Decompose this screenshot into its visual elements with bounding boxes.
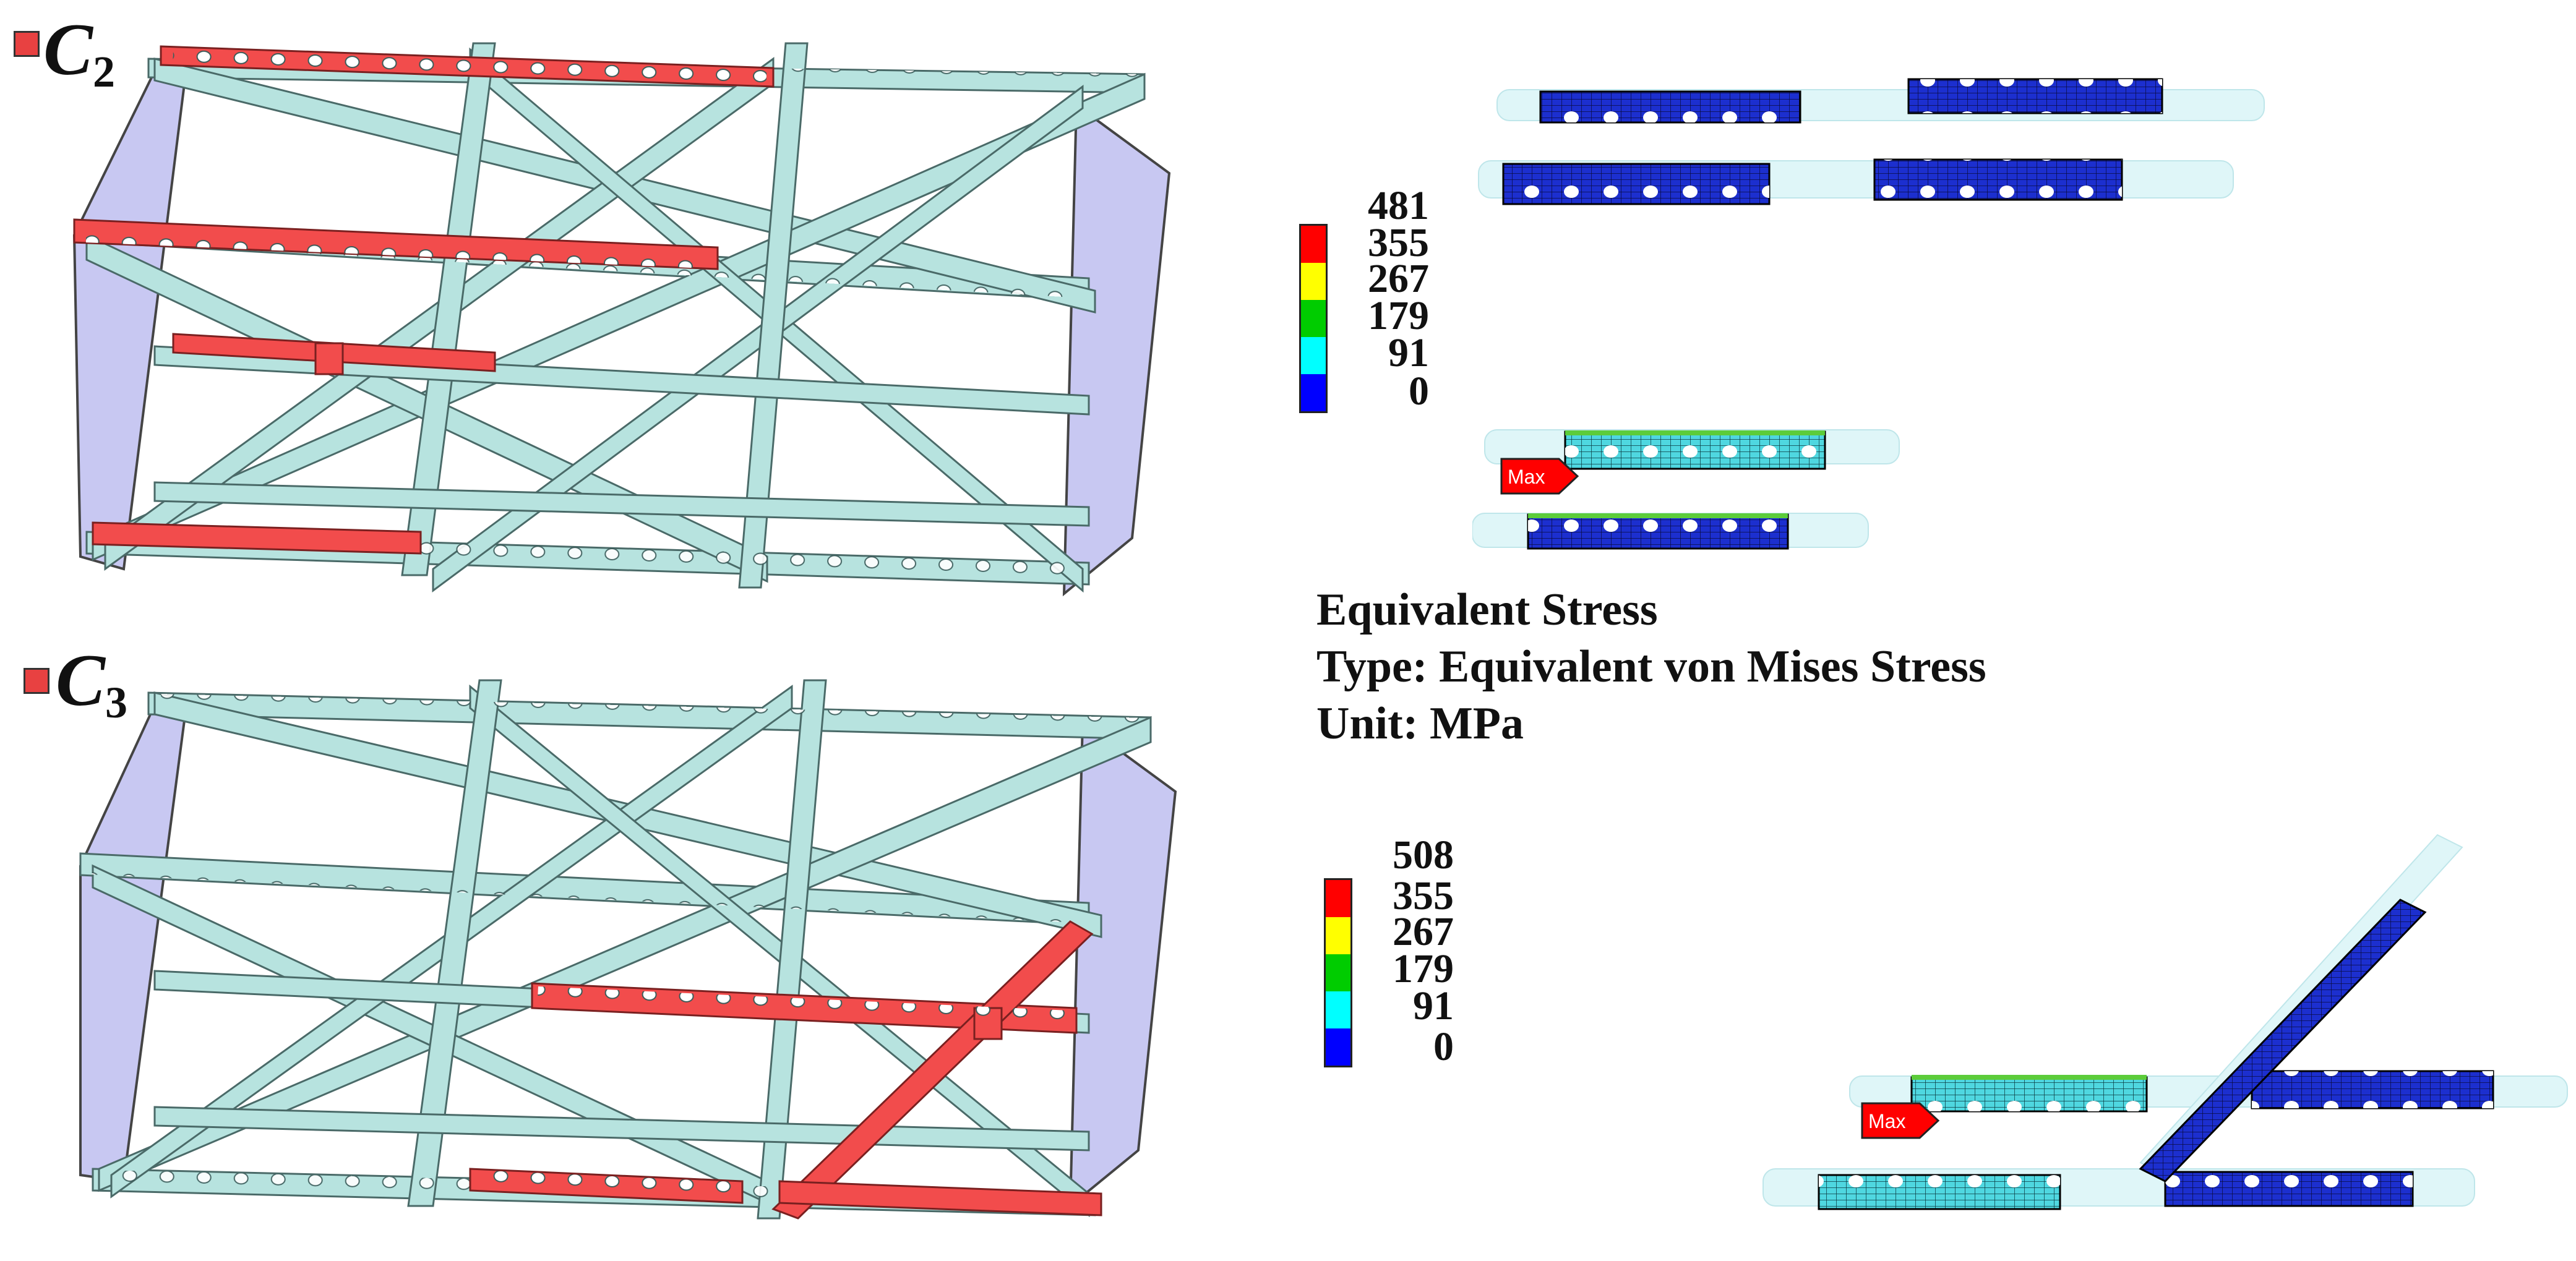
c2-mesh-section-holes <box>1565 432 1825 469</box>
legend-tick: 91 <box>1413 983 1454 1028</box>
c2-member <box>738 42 809 589</box>
c3-member-holes <box>92 855 1082 923</box>
legend-tick: 355 <box>1393 873 1454 918</box>
c2-mesh-section-holes <box>1528 515 1788 549</box>
c2-mesh-section-holes <box>1503 164 1769 204</box>
c2-max-label: Max <box>1508 466 1545 488</box>
c3-mesh-section-holes <box>1912 1077 2147 1111</box>
c3-member <box>407 679 502 1207</box>
c2-member <box>153 481 1090 527</box>
c2-max-node <box>314 342 344 375</box>
legend-band-cyan <box>1301 337 1326 374</box>
legend-band-yellow <box>1301 263 1326 300</box>
legend-tick: 481 <box>1368 183 1429 228</box>
c3-highlight-holes <box>537 986 1070 1030</box>
c2-mesh-section-holes <box>1874 160 2122 200</box>
legend-band-red <box>1326 880 1350 917</box>
c3-mesh-section-holes <box>1819 1175 2060 1209</box>
c3-mesh-section-holes <box>2252 1071 2493 1108</box>
c2-stress-band <box>1565 430 1825 435</box>
c3-truss-model <box>79 679 1177 1220</box>
stress-title: Equivalent Stress <box>1316 584 1658 635</box>
c2-mesh-section-holes <box>1540 92 1800 122</box>
c3-highlight-holes <box>475 1170 736 1201</box>
c2-member <box>432 85 1084 592</box>
legend-tick: 91 <box>1388 330 1429 375</box>
c3-case-subscript: 3 <box>105 678 128 727</box>
c2-left-end-plate <box>72 69 187 571</box>
legend-c2-colorbar <box>1299 224 1328 413</box>
c3-case-letter: C <box>56 639 106 721</box>
c3-member <box>757 679 827 1220</box>
c3-right-end-plate <box>1068 721 1177 1209</box>
c2-highlight-member <box>92 521 422 555</box>
c3-case-marker <box>24 668 49 694</box>
legend-band-cyan <box>1326 991 1350 1028</box>
c2-member <box>401 42 496 576</box>
c3-mesh-diagonal <box>2139 899 2427 1182</box>
c2-case-subscript: 2 <box>93 47 116 96</box>
c2-case-label: C2 <box>43 12 115 95</box>
c3-meshed-members <box>1762 834 2568 1210</box>
c3-max-label: Max <box>1868 1110 1905 1132</box>
legend-tick: 179 <box>1368 293 1429 338</box>
legend-tick: 0 <box>1433 1024 1454 1069</box>
c3-left-end-plate <box>79 703 187 1183</box>
c3-stress-band <box>1912 1075 2147 1080</box>
c3-case-label: C3 <box>56 643 127 725</box>
legend-tick: 267 <box>1393 909 1454 954</box>
legend-c3: 508 355 267 179 91 0 <box>1324 835 1460 1076</box>
stress-type: Type: Equivalent von Mises Stress <box>1316 641 1986 692</box>
legend-band-blue <box>1301 374 1326 411</box>
c2-truss-model <box>72 42 1171 597</box>
legend-band-blue <box>1326 1028 1350 1066</box>
legend-tick: 0 <box>1409 369 1429 414</box>
legend-tick: 355 <box>1368 220 1429 265</box>
c2-highlight-holes <box>173 49 767 88</box>
legend-c2: 481 355 267 179 91 0 <box>1299 186 1435 414</box>
c3-highlight-member <box>778 1180 1102 1216</box>
legend-c3-colorbar <box>1324 878 1352 1067</box>
c2-stress-band <box>1528 513 1788 518</box>
c3-highlight-member <box>771 920 1094 1220</box>
c3-member-holes <box>160 693 1144 737</box>
legend-band-green <box>1301 300 1326 337</box>
legend-tick: 267 <box>1368 256 1429 301</box>
legend-band-green <box>1326 954 1350 991</box>
c3-max-tag: Max <box>1861 1102 1940 1139</box>
legend-band-red <box>1301 226 1326 263</box>
c2-max-tag: Max <box>1500 458 1579 495</box>
stress-unit: Unit: MPa <box>1316 698 1524 749</box>
c2-meshed-members <box>1472 78 2265 550</box>
c3-mesh-section-holes <box>2165 1172 2413 1206</box>
stress-info: Equivalent Stress Type: Equivalent von M… <box>1316 581 1986 752</box>
legend-tick: 508 <box>1393 832 1454 878</box>
c2-case-letter: C <box>43 8 93 90</box>
c2-right-end-plate <box>1062 103 1171 597</box>
legend-band-yellow <box>1326 917 1350 954</box>
c2-highlight-holes <box>85 223 705 268</box>
c2-mesh-section-holes <box>1908 79 2162 113</box>
c2-case-marker <box>14 31 40 57</box>
legend-tick: 179 <box>1393 946 1454 991</box>
